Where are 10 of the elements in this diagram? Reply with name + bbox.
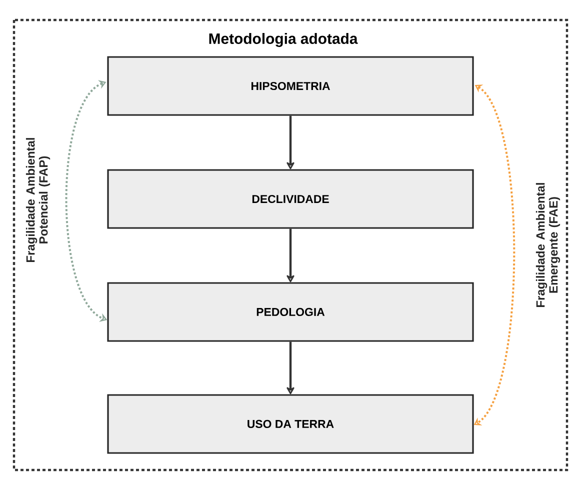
process-box: DECLIVIDADE [107,169,474,229]
process-box: HIPSOMETRIA [107,56,474,116]
title: Metodologia adotada [209,33,358,47]
edge-label: Fragilidade Ambiental Emergente (FAE) [536,183,560,307]
arrow [286,342,294,394]
arrow [286,228,294,282]
process-box: PEDOLOGIA [107,282,474,342]
arrow [286,116,294,170]
process-box: USO DA TERRA [107,394,474,454]
edge-label: Fragilidade Ambiental Potencial (FAP) [26,138,50,262]
